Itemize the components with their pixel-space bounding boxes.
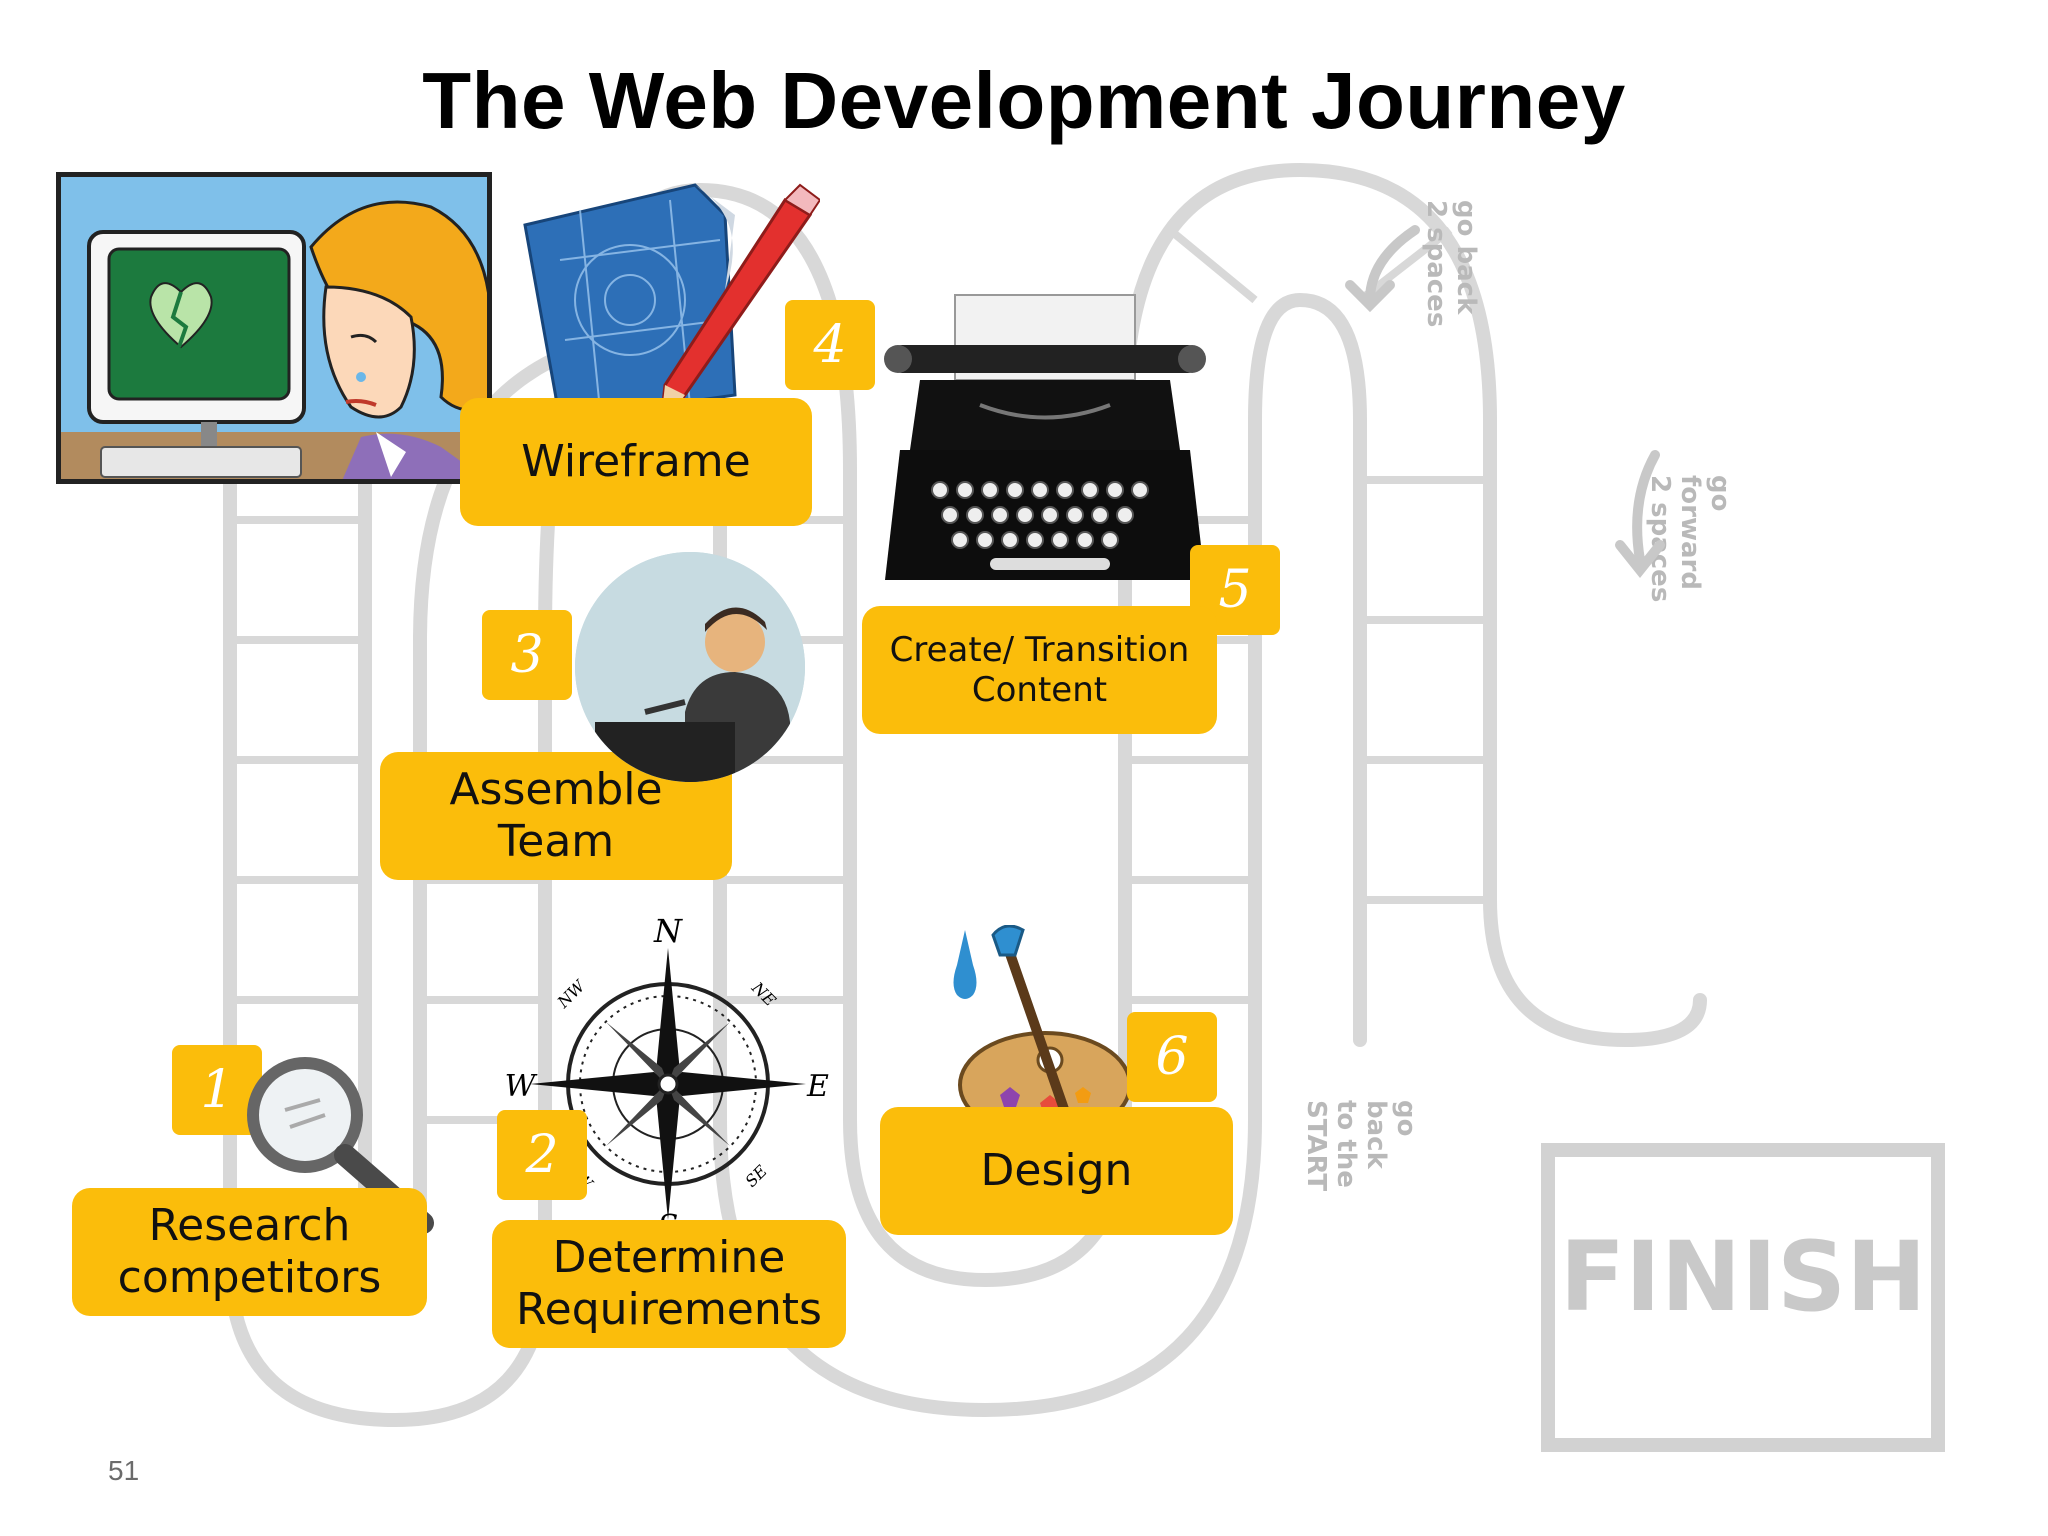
step-1-box: Research competitors xyxy=(72,1188,427,1316)
compass-icon: N S W E NW NE SE SW xyxy=(500,912,840,1244)
slide-title: The Web Development Journey xyxy=(422,56,1626,145)
slide-number: 51 xyxy=(108,1455,140,1486)
step-4-number: 4 xyxy=(785,300,875,390)
step-1-label-line1: Research xyxy=(148,1200,351,1252)
go-forward-2-text-2: forward xyxy=(1675,475,1705,590)
step-2-label-line1: Determine xyxy=(552,1232,786,1284)
finish-label: FINISH xyxy=(1560,1221,1927,1333)
step-2-box: Determine Requirements xyxy=(492,1220,846,1348)
step-5-label-line1: Create/ Transition xyxy=(889,629,1190,670)
back-start-text-3: to the xyxy=(1331,1100,1361,1188)
step-4-box: Wireframe xyxy=(460,398,812,526)
compass-e: E xyxy=(806,1069,829,1104)
back-start-text-1: go xyxy=(1391,1100,1421,1136)
compass-w: W xyxy=(505,1069,538,1104)
go-forward-2-text-3: 2 spaces xyxy=(1645,475,1675,602)
go-back-2-text-1: go back xyxy=(1451,200,1481,315)
board-arrow-icon xyxy=(1345,225,1665,579)
back-start-text-4: START xyxy=(1301,1100,1331,1191)
step-2-label-line2: Requirements xyxy=(516,1284,822,1335)
frustrated-user-icon xyxy=(61,177,487,479)
step-6-box: Design xyxy=(880,1107,1233,1235)
finish-box xyxy=(1541,1143,1945,1452)
step-5-label-line2: Content xyxy=(971,670,1108,710)
step-2-number: 2 xyxy=(497,1110,587,1200)
step-5-box: Create/ Transition Content xyxy=(862,606,1217,734)
person-at-desk-icon xyxy=(575,552,805,782)
blueprint-pencil-icon xyxy=(520,180,822,436)
step-4-label: Wireframe xyxy=(521,436,751,488)
step-1-label-line2: competitors xyxy=(117,1252,382,1303)
typewriter-icon xyxy=(880,290,1215,600)
go-forward-2-text-1: go xyxy=(1705,475,1735,511)
compass-ne: NE xyxy=(747,978,780,1011)
step-3-box: Assemble Team xyxy=(380,752,732,880)
compass-se: SE xyxy=(741,1161,771,1191)
compass-nw: NW xyxy=(553,976,590,1013)
compass-n: N xyxy=(653,918,683,950)
step-1-number: 1 xyxy=(172,1045,262,1135)
step-6-number: 6 xyxy=(1127,1012,1217,1102)
back-start-text-2: back xyxy=(1361,1100,1391,1170)
step-3-label-line1: Assemble xyxy=(449,764,663,816)
step-3-number: 3 xyxy=(482,610,572,700)
step-3-label-line2: Team xyxy=(497,816,615,867)
frustrated-user-illustration xyxy=(56,172,492,484)
step-6-label: Design xyxy=(980,1145,1133,1197)
go-back-2-text-2: 2 spaces xyxy=(1421,200,1451,327)
